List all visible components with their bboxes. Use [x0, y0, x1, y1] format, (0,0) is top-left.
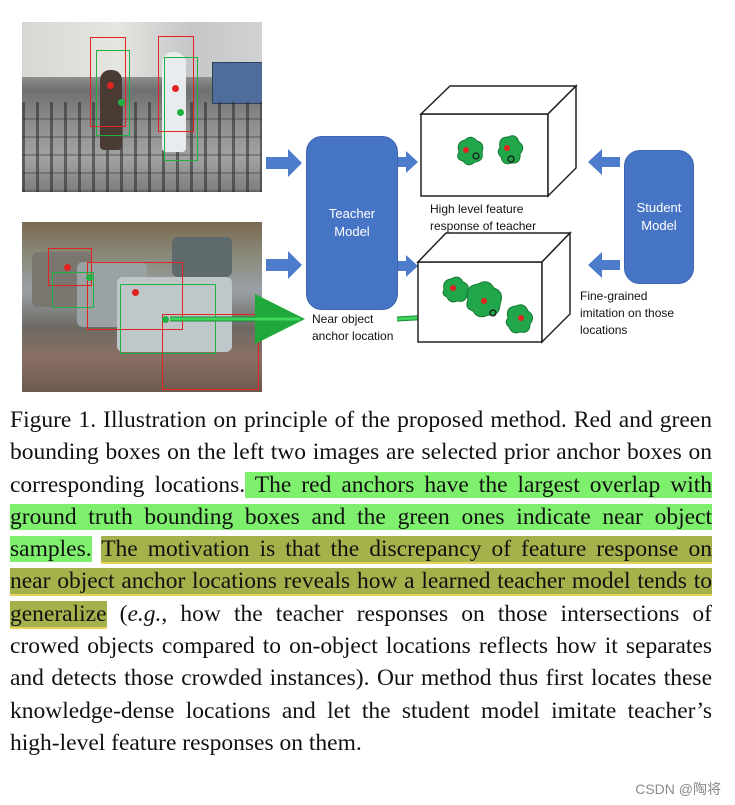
person-1 — [100, 70, 122, 150]
caption-part-rest: , how the teacher responses on those int… — [10, 600, 712, 756]
pedestrian-photo — [22, 22, 262, 192]
green-anchor-center — [162, 316, 169, 323]
person-2 — [162, 52, 186, 152]
figure-caption: Figure 1. Illustration on principle of t… — [10, 404, 713, 759]
bus-shape — [212, 62, 262, 104]
red-anchor-box — [87, 262, 183, 330]
green-anchor-center — [177, 109, 184, 116]
bottom-cube-responses — [442, 276, 534, 334]
red-anchor-center — [172, 85, 179, 92]
top-cube-responses — [457, 135, 524, 166]
arrow-image2-to-teacher — [266, 251, 302, 279]
red-anchor-box — [158, 36, 194, 132]
red-anchor-box — [48, 248, 92, 286]
green-anchor-box — [164, 57, 198, 161]
red-anchor-center — [107, 82, 114, 89]
student-model-label: Student Model — [636, 200, 682, 233]
high-level-feature-label: High level feature response of teacher — [430, 202, 537, 233]
arrow-student-to-top-cube — [588, 149, 620, 175]
caption-eg: e.g. — [127, 600, 162, 627]
caption-part-1: Figure 1. Illustration on principle of t… — [10, 407, 712, 498]
red-anchor-center — [132, 289, 139, 296]
green-anchor-center — [118, 99, 125, 106]
near-object-anchor-label: Near object anchor location — [312, 312, 394, 343]
teacher-model-label: Teacher Model — [328, 206, 376, 239]
arrow-teacher-to-bottom-cube — [398, 255, 418, 277]
fine-grained-imitation-label: Fine-grained imitation on those location… — [580, 289, 675, 337]
figure: Teacher Model Student Model High level f… — [0, 0, 735, 400]
top-feature-cube — [419, 84, 578, 198]
green-anchor-center — [86, 274, 93, 281]
teacher-model-box: Teacher Model — [306, 136, 398, 310]
watermark: CSDN @陶将 — [635, 781, 721, 797]
caption-gap — [92, 536, 102, 562]
arrow-teacher-to-top-cube — [398, 151, 418, 173]
green-anchor-box — [96, 50, 130, 136]
red-anchor-box — [162, 314, 259, 390]
parked-cars-photo — [22, 222, 262, 392]
arrow-image1-to-teacher — [266, 149, 302, 177]
student-model-box: Student Model — [624, 150, 694, 284]
green-anchor-box — [52, 272, 94, 308]
diagram-graphics — [170, 84, 620, 344]
caption-part-paren: ( — [106, 600, 128, 627]
cart-rows — [22, 102, 262, 192]
arrow-student-to-bottom-cube — [588, 252, 620, 278]
red-anchor-center — [64, 264, 71, 271]
red-anchor-box — [90, 37, 126, 127]
